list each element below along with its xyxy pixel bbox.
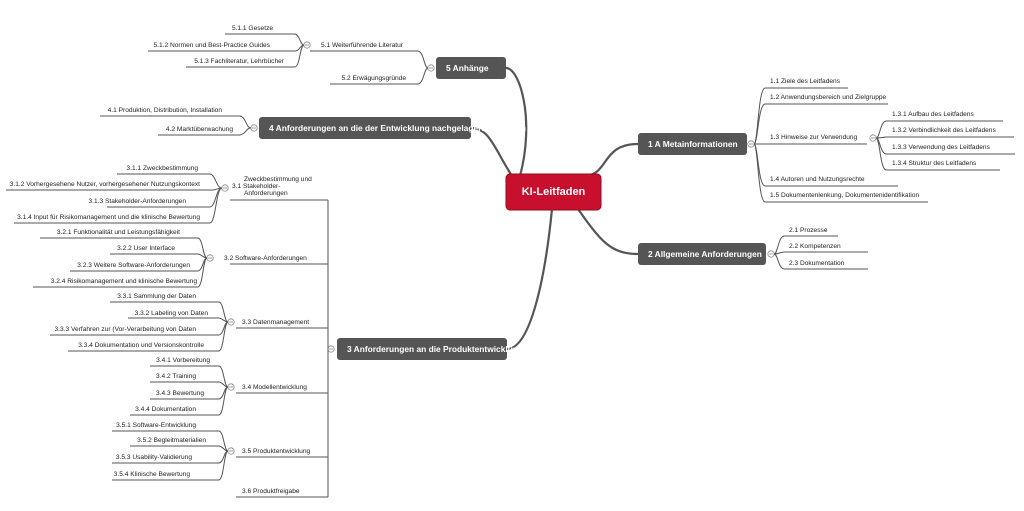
subtopic-1-3-3[interactable]: 1.3.3 Verwendung des Leitfadens: [892, 144, 991, 151]
subtopic-3-2-4[interactable]: 3.2.4 Risikomanagement und klinische Bew…: [51, 278, 198, 285]
main-topic-3-label: 3 Anforderungen an die Produktentwicklun…: [347, 344, 523, 354]
subtopic-3-4-1[interactable]: 3.4.1 Vorbereitung: [156, 357, 210, 364]
subtopic-1-3-2[interactable]: 1.3.2 Verbindlichkeit des Leitfadens: [892, 127, 996, 134]
subtopic-3-1-4[interactable]: 3.1.4 Input für Risikomanagement und die…: [17, 214, 200, 221]
subtopic-3-2[interactable]: 3.2 Software-Anforderungen: [224, 255, 307, 262]
branch-connector-1: [582, 142, 639, 178]
subtopic-1-1[interactable]: 1.1 Ziele des Leitfadens: [770, 78, 841, 85]
subtopic-3-5-3[interactable]: 3.5.3 Usability-Validierung: [116, 454, 192, 461]
subtopic-3-4-2[interactable]: 3.4.2 Training: [156, 373, 196, 380]
main-topic-2-label: 2 Allgemeine Anforderungen: [648, 249, 762, 259]
main-topic-5-label: 5 Anhänge: [446, 63, 489, 73]
main-topic-1[interactable]: 1 A Metainformationen: [638, 133, 747, 155]
subtopic-2-3[interactable]: 2.3 Dokumentation: [789, 260, 845, 267]
subtopic-3-4-4[interactable]: 3.4.4 Dokumentation: [135, 406, 196, 413]
subtopic-3-3-4[interactable]: 3.3.4 Dokumentation und Versionskontroll…: [78, 342, 204, 349]
subtopic-4-2[interactable]: 4.2 Marktüberwachung: [166, 126, 233, 133]
collapse-icon[interactable]: [221, 184, 229, 192]
collapse-icon[interactable]: [747, 140, 755, 148]
main-topic-5[interactable]: 5 Anhänge: [436, 57, 506, 79]
collapse-icon[interactable]: [327, 345, 335, 353]
subtopic-3-5-4[interactable]: 3.5.4 Klinische Bewertung: [114, 471, 191, 478]
subtopic-1-2[interactable]: 1.2 Anwendungsbereich und Zielgruppe: [770, 94, 887, 101]
collapse-icon[interactable]: [227, 447, 235, 455]
subtopic-3-1-line-1[interactable]: Zweckbestimmung und: [244, 176, 312, 183]
subtopic-4-1[interactable]: 4.1 Produktion, Distribution, Installati…: [108, 107, 223, 114]
subtopic-5-1-3[interactable]: 5.1.3 Fachliteratur, Lehrbücher: [194, 58, 285, 65]
root-label: KI-Leitfaden: [522, 186, 586, 198]
subtopic-5-2[interactable]: 5.2 Erwägungsgründe: [341, 75, 406, 82]
subtopic-3-3[interactable]: 3.3 Datenmanagement: [242, 319, 309, 326]
branch-connector-5: [505, 66, 528, 177]
subtopic-3-4[interactable]: 3.4 Modellentwicklung: [242, 384, 307, 391]
subtopic-1-3-1[interactable]: 1.3.1 Aufbau des Leitfadens: [892, 111, 974, 118]
collapse-icon[interactable]: [206, 254, 214, 262]
subtopic-3-5-2[interactable]: 3.5.2 Begleitmaterialien: [137, 437, 206, 444]
subtopic-3-1-line-2[interactable]: 3.1 Stakeholder-: [232, 183, 280, 190]
subtopic-2-1[interactable]: 2.1 Prozesse: [789, 227, 828, 234]
branch-connector-3: [506, 208, 554, 351]
subtopic-2-2[interactable]: 2.2 Kompetenzen: [789, 243, 841, 250]
collapse-icon[interactable]: [227, 318, 235, 326]
subtopic-1-5[interactable]: 1.5 Dokumentenlenkung, Dokumentenidentif…: [770, 192, 920, 199]
subtopic-1-3[interactable]: 1.3 Hinweise zur Verwendung: [770, 134, 858, 141]
collapse-icon[interactable]: [303, 41, 311, 49]
subtopic-3-1-line-3[interactable]: Anforderungen: [244, 190, 288, 197]
branch-connector-4: [470, 126, 513, 177]
subtopic-1-4[interactable]: 1.4 Autoren und Nutzungsrechte: [770, 176, 865, 183]
subtopic-3-3-2[interactable]: 3.3.2 Labeling von Daten: [135, 310, 209, 317]
subtopic-1-3-4[interactable]: 1.3.4 Struktur des Leitfadens: [892, 160, 977, 167]
collapse-icon[interactable]: [427, 64, 435, 72]
subtopic-3-1-1[interactable]: 3.1.1 Zweckbestimmung: [127, 165, 199, 172]
subtopic-3-3-3[interactable]: 3.3.3 Verfahren zur (Vor-Verarbeitung vo…: [55, 326, 197, 333]
main-topic-4-label: 4 Anforderungen an die der Entwicklung n…: [269, 123, 526, 133]
collapse-icon[interactable]: [250, 124, 258, 132]
subtopic-5-1[interactable]: 5.1 Weiterführende Literatur: [321, 42, 404, 49]
collapse-icon[interactable]: [869, 134, 877, 142]
subtopic-3-2-1[interactable]: 3.2.1 Funktionalität und Leistungsfähigk…: [57, 229, 180, 236]
subtopic-5-1-2[interactable]: 5.1.2 Normen und Best-Practice Guides: [153, 42, 270, 49]
subtopic-3-5[interactable]: 3.5 Produktentwicklung: [242, 448, 311, 455]
subtopic-3-6[interactable]: 3.6 Produktfreigabe: [242, 488, 300, 495]
subtopic-3-1-3[interactable]: 3.1.3 Stakeholder-Anforderungen: [88, 198, 186, 205]
root-topic[interactable]: KI-Leitfaden: [505, 173, 602, 211]
main-topic-2[interactable]: 2 Allgemeine Anforderungen: [638, 243, 766, 265]
main-topic-1-label: 1 A Metainformationen: [648, 139, 738, 149]
main-topic-3[interactable]: 3 Anforderungen an die Produktentwicklun…: [337, 338, 523, 360]
collapse-icon[interactable]: [767, 250, 775, 258]
subtopic-3-4-3[interactable]: 3.4.3 Bewertung: [156, 390, 204, 397]
main-topic-4[interactable]: 4 Anforderungen an die der Entwicklung n…: [259, 117, 526, 139]
subtopic-3-5-1[interactable]: 3.5.1 Software-Entwicklung: [116, 422, 196, 429]
subtopic-5-1-1[interactable]: 5.1.1 Gesetze: [232, 25, 273, 32]
subtopic-3-2-3[interactable]: 3.2.3 Weitere Software-Anforderungen: [77, 262, 190, 269]
subtopic-3-1-2[interactable]: 3.1.2 Vorhergesehene Nutzer, vorhergeseh…: [10, 181, 200, 188]
subtopic-3-2-2[interactable]: 3.2.2 User Interface: [117, 245, 175, 252]
collapse-icon[interactable]: [227, 383, 235, 391]
subtopic-3-3-1[interactable]: 3.3.1 Sammlung der Daten: [117, 293, 196, 300]
branch-connector-2: [577, 208, 639, 256]
